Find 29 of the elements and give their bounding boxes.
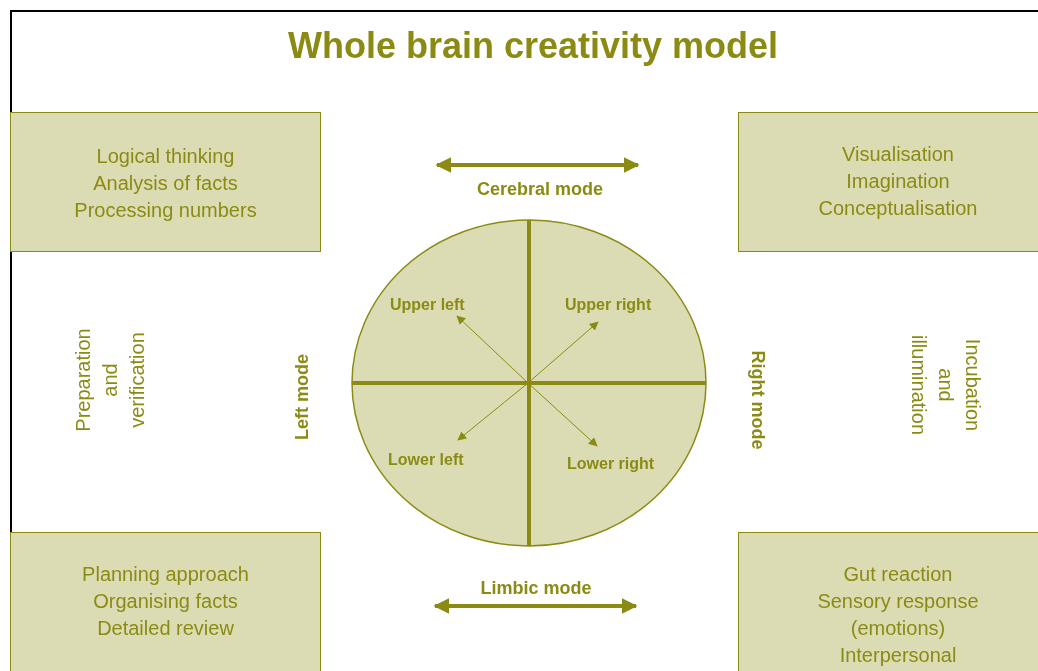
arrow bbox=[457, 382, 529, 441]
diagram-title: Whole brain creativity model bbox=[286, 24, 780, 68]
trait-text: Interpersonal bbox=[839, 643, 957, 668]
stage-label: Incubation and illumination bbox=[906, 333, 985, 438]
trait-box bbox=[738, 532, 1038, 671]
quadrant-label: Lower left bbox=[388, 451, 464, 469]
trait-text: Conceptualisation bbox=[818, 196, 978, 221]
quadrant-label: Upper left bbox=[390, 296, 465, 314]
trait-text: Logical thinking bbox=[96, 144, 235, 169]
trait-text: Planning approach bbox=[82, 562, 249, 587]
trait-text: Gut reaction bbox=[843, 562, 953, 587]
trait-box bbox=[738, 112, 1038, 252]
trait-text: Detailed review bbox=[97, 616, 234, 641]
mode-label: Left mode bbox=[290, 353, 313, 442]
mode-label: Cerebral mode bbox=[475, 177, 604, 201]
trait-text: Processing numbers bbox=[74, 198, 257, 223]
trait-box bbox=[10, 532, 321, 671]
quadrant-label: Upper right bbox=[565, 296, 652, 314]
arrow bbox=[456, 315, 529, 384]
trait-text: Visualisation bbox=[842, 142, 954, 167]
trait-box bbox=[10, 112, 321, 252]
quadrant-label: Lower right bbox=[567, 455, 655, 473]
mode-label: Limbic mode bbox=[479, 576, 593, 600]
trait-text: Organising facts bbox=[93, 589, 238, 614]
trait-text: Sensory response (emotions) bbox=[816, 589, 980, 641]
trait-text: Imagination bbox=[846, 169, 950, 194]
stage-label: Preparation and verification bbox=[70, 327, 149, 434]
mode-label: Right mode bbox=[746, 349, 769, 452]
trait-text: Analysis of facts bbox=[93, 171, 238, 196]
